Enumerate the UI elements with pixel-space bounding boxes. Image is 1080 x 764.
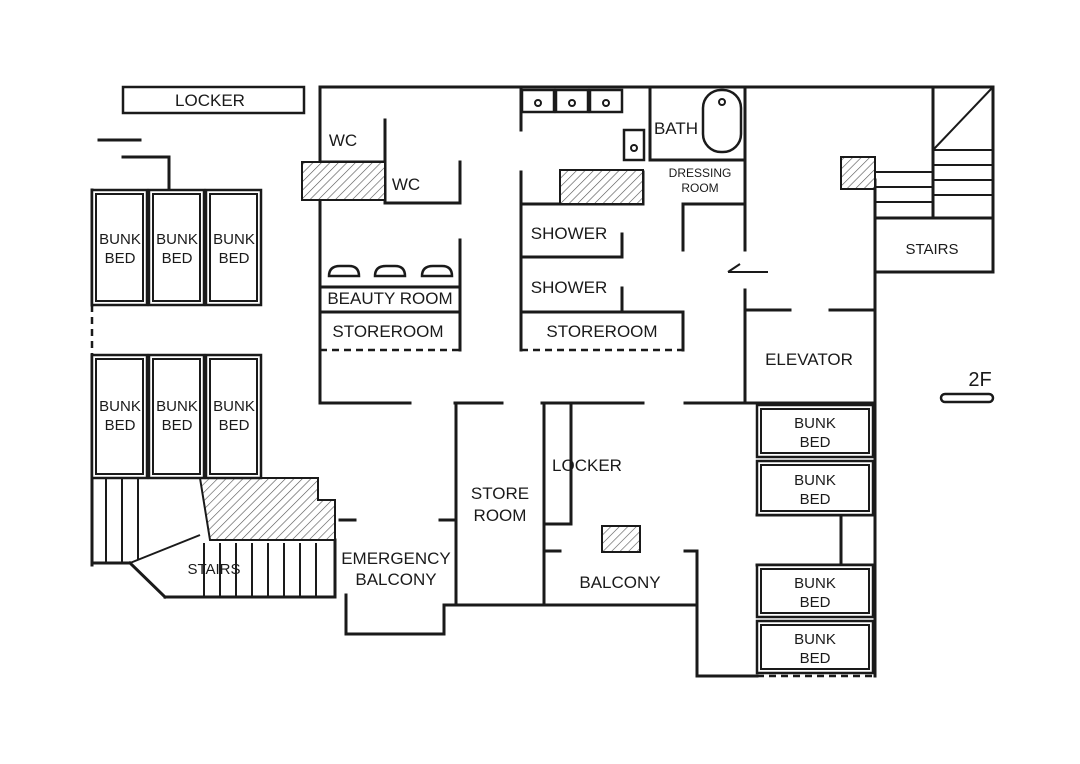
stairs-landing-block <box>840 156 876 190</box>
sink-drain-3 <box>602 99 610 107</box>
sink-drain-1 <box>534 99 542 107</box>
bunk-bed-mattress <box>95 193 144 302</box>
bunk-bed-mattress <box>209 193 258 302</box>
bunk-bed-label-line1: BUNK <box>794 631 836 648</box>
bunk-bed: BUNK BED <box>147 188 206 307</box>
room-label-elevator: ELEVATOR <box>765 350 853 369</box>
room-label-shower-1: SHOWER <box>531 224 608 243</box>
fixtures <box>121 85 995 404</box>
bunk-bed-frame <box>147 353 206 480</box>
bunk-bed-mattress <box>95 358 144 475</box>
hatched-fixtures <box>198 156 876 553</box>
room-label-bath: BATH <box>654 119 698 138</box>
stairs-landing <box>198 477 336 541</box>
bunk-bed-label-line2: BED <box>800 594 831 611</box>
room-label-locker-mid: LOCKER <box>552 456 622 475</box>
floor-marker-bar <box>939 392 995 404</box>
bathtub <box>701 88 743 154</box>
room-label-emergency-line1: EMERGENCY <box>341 549 451 568</box>
room-label-emergency-line2: BALCONY <box>355 570 436 589</box>
bunk-bed-mattress <box>152 358 201 475</box>
bunk-bed: BUNK BED <box>755 403 875 459</box>
bunk-bed-label-line2: BED <box>800 434 831 451</box>
room-label-beauty-room: BEAUTY ROOM <box>327 289 452 308</box>
bunk-bed-frame <box>755 459 875 517</box>
bunk-bed-label-line1: BUNK <box>99 398 141 415</box>
locker-top-box <box>121 85 306 115</box>
beauty-mirror-1 <box>327 264 361 278</box>
bunk-bed-frame <box>90 188 149 307</box>
bunk-bed-frame <box>755 563 875 619</box>
bunk-bed-mattress <box>152 193 201 302</box>
bunk-bed-label-line1: BUNK <box>99 231 141 248</box>
room-label-storeroom-left: STOREROOM <box>332 322 443 341</box>
room-label-stairs-right: STAIRS <box>905 241 958 258</box>
room-label-shower-2: SHOWER <box>531 278 608 297</box>
bunk-bed: BUNK BED <box>755 459 875 517</box>
bunk-bed-frame <box>755 403 875 459</box>
bunk-bed-mattress <box>209 358 258 475</box>
bunk-beds: BUNK BED BUNK BED BUNK BED BUNK BED BUNK… <box>90 188 875 675</box>
bunk-bed-label-line1: BUNK <box>794 575 836 592</box>
room-label-balcony: BALCONY <box>579 573 660 592</box>
room-label-locker-top: LOCKER <box>175 91 245 110</box>
bunk-bed-label-line2: BED <box>800 650 831 667</box>
bunk-bed-frame <box>90 353 149 480</box>
bunk-bed-mattress <box>760 568 870 614</box>
wc-counter <box>301 161 386 201</box>
bunk-bed: BUNK BED <box>755 563 875 619</box>
bunk-bed-mattress <box>760 464 870 512</box>
bunk-bed-mattress <box>760 624 870 670</box>
bunk-bed-frame <box>204 188 263 307</box>
shower-counter <box>559 169 644 205</box>
bunk-bed-label-line2: BED <box>162 417 193 434</box>
bunk-bed: BUNK BED <box>204 188 263 307</box>
bunk-bed-label-line2: BED <box>800 491 831 508</box>
bunk-bed-label-line2: BED <box>105 250 136 267</box>
room-label-wc-2: WC <box>392 175 420 194</box>
room-label-store-room-line2: ROOM <box>474 506 527 525</box>
bunk-bed-label-line1: BUNK <box>794 415 836 432</box>
bunk-bed: BUNK BED <box>755 619 875 675</box>
floor-label: 2F <box>968 369 991 391</box>
bunk-bed-frame <box>755 619 875 675</box>
bunk-bed-label-line2: BED <box>105 417 136 434</box>
beauty-mirror-2 <box>373 264 407 278</box>
basin-drain <box>630 144 638 152</box>
bunk-bed: BUNK BED <box>90 188 149 307</box>
bunk-bed-label-line1: BUNK <box>213 398 255 415</box>
bathtub-drain <box>718 98 726 106</box>
beauty-mirror-3 <box>420 264 454 278</box>
bunk-bed-mattress <box>760 408 870 454</box>
sink-drain-2 <box>568 99 576 107</box>
bunk-bed-label-line1: BUNK <box>156 231 198 248</box>
room-labels: LOCKER WC WC BATH DRESSING ROOM SHOWER S… <box>175 91 992 592</box>
balcony-block <box>601 525 641 553</box>
room-label-dressing-line1: DRESSING <box>669 166 732 180</box>
bunk-bed-label-line2: BED <box>219 250 250 267</box>
bunk-bed: BUNK BED <box>147 353 206 480</box>
room-label-dressing-line2: ROOM <box>681 181 718 195</box>
bunk-bed-frame <box>147 188 206 307</box>
bunk-bed-frame <box>204 353 263 480</box>
bunk-bed-label-line1: BUNK <box>213 231 255 248</box>
room-label-storeroom-right: STOREROOM <box>546 322 657 341</box>
room-label-stairs-left: STAIRS <box>187 561 240 578</box>
bunk-bed: BUNK BED <box>204 353 263 480</box>
bunk-bed-label-line2: BED <box>162 250 193 267</box>
room-label-store-room-line1: STORE <box>471 484 529 503</box>
room-label-wc-1: WC <box>329 131 357 150</box>
bunk-bed-label-line1: BUNK <box>794 472 836 489</box>
bunk-bed-label-line1: BUNK <box>156 398 198 415</box>
bunk-bed-label-line2: BED <box>219 417 250 434</box>
bunk-bed: BUNK BED <box>90 353 149 480</box>
